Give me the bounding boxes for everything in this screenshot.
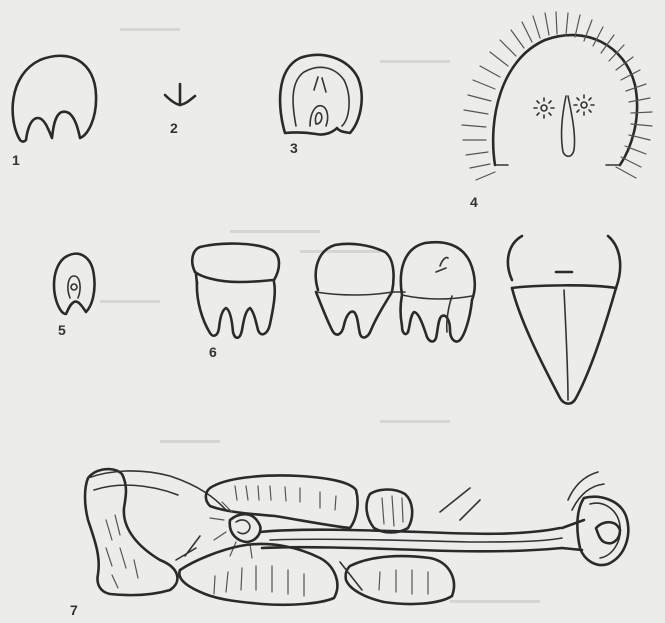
figure-6-tooth-left [192, 244, 279, 338]
figure-7-hatch-left [106, 515, 138, 588]
figure-6-tooth-middle [316, 244, 405, 338]
figure-6-tooth-large [508, 236, 620, 404]
figure-4-right-spot [574, 95, 594, 115]
figure-7-hatch-oval [382, 496, 403, 526]
figure-4-left-spot [534, 98, 554, 118]
figure-label-7: 7 [70, 602, 78, 618]
figure-label-4: 4 [470, 194, 478, 210]
figure-6-tooth-right [401, 242, 475, 341]
figure-3-seed-section [280, 55, 362, 135]
figure-2-seedling [165, 84, 195, 105]
figure-7-hatch-top [235, 486, 336, 510]
figure-4-radiate [462, 12, 652, 180]
figure-label-3: 3 [290, 140, 298, 156]
background-texture [100, 28, 540, 603]
figure-label-1: 1 [12, 152, 20, 168]
figure-label-5: 5 [58, 322, 66, 338]
figure-7-structure [85, 469, 628, 605]
figure-1-seed [13, 56, 96, 142]
figure-5-small-seed [54, 254, 95, 314]
figure-label-6: 6 [209, 344, 217, 360]
figure-7-hatch-bottom [214, 566, 304, 596]
figure-7-hatch-right-lobe [379, 570, 428, 594]
figure-label-2: 2 [170, 120, 178, 136]
